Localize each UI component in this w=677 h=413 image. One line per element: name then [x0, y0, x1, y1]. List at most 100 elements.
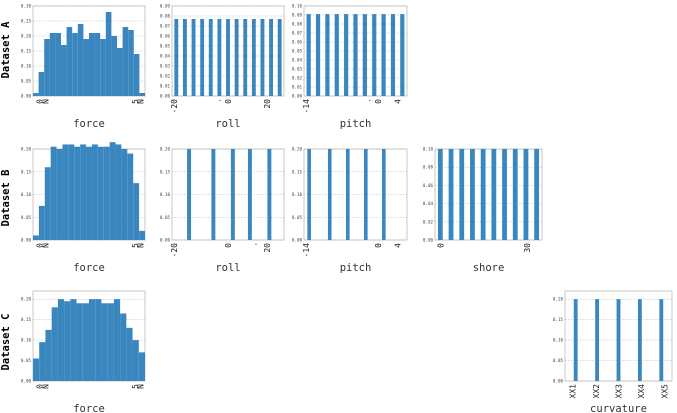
x-tick-label: 0: [436, 243, 445, 248]
bar: [117, 48, 123, 96]
bar: [182, 19, 187, 96]
bar: [95, 299, 102, 381]
y-tick-label: 0.05: [21, 79, 32, 84]
x-tick-label: 0: [374, 243, 383, 248]
bar: [267, 149, 272, 240]
bar: [234, 19, 239, 96]
x-axis-label: curvature: [590, 403, 647, 413]
bar: [226, 19, 230, 96]
bar: [437, 149, 443, 240]
y-tick-label: 0.04: [292, 58, 303, 63]
bar: [191, 19, 196, 96]
bar: [109, 142, 116, 240]
bar: [44, 39, 50, 96]
y-tick-label: 0.10: [292, 4, 303, 9]
y-tick-label: 0.00: [423, 238, 434, 243]
x-axis-label: force: [73, 262, 105, 274]
bar: [277, 19, 282, 96]
bar: [491, 149, 497, 240]
bar: [49, 33, 56, 96]
y-tick-label: 0.10: [553, 338, 564, 343]
bar: [200, 19, 205, 96]
x-tick-label: 0: [374, 99, 383, 104]
bar: [325, 14, 330, 97]
x-tick-label: 0: [224, 243, 233, 248]
x-tick-label: -14: [302, 243, 311, 258]
bar: [113, 299, 121, 381]
bar: [364, 149, 368, 240]
x-axis-label: roll: [215, 262, 240, 274]
bar: [126, 327, 133, 381]
bar: [470, 149, 475, 240]
bar: [51, 307, 58, 381]
y-tick-label: 0.15: [21, 317, 32, 322]
bar: [61, 45, 67, 96]
bar: [101, 303, 108, 381]
row-labels: Dataset A Dataset B Dataset C: [0, 21, 12, 371]
x-axis-marker: •: [264, 98, 267, 103]
bar: [382, 149, 386, 240]
bar: [247, 149, 252, 240]
x-tick-label: 4: [394, 99, 403, 104]
bar: [315, 14, 321, 97]
bar: [55, 33, 61, 96]
bar: [120, 313, 127, 381]
x-axis-label: roll: [215, 118, 240, 130]
bar: [659, 299, 664, 381]
bar: [94, 33, 101, 96]
bar: [217, 19, 222, 96]
bar: [595, 299, 600, 381]
y-tick-label: 0.02: [423, 219, 434, 224]
bar: [103, 146, 110, 240]
bar: [480, 149, 486, 240]
x-tick-label: 4: [394, 243, 403, 248]
x-tick-label: 5: [131, 384, 140, 389]
bar: [512, 149, 518, 240]
bar: [45, 329, 52, 381]
y-tick-label: 0.06: [160, 34, 171, 39]
x-tick-label: 0: [224, 99, 233, 104]
x-axis-label: force: [73, 403, 105, 413]
x-axis-label: pitch: [340, 118, 372, 130]
y-tick-label: 0.05: [21, 358, 32, 363]
bar: [74, 146, 81, 240]
y-tick-label: 0.06: [423, 183, 434, 188]
x-tick-label: N: [41, 243, 50, 248]
y-tick-label: 0.10: [160, 192, 171, 197]
bar: [91, 144, 98, 240]
x-tick-label: XX1: [569, 384, 578, 399]
bar: [211, 149, 216, 240]
x-axis-marker: •: [255, 242, 258, 247]
row-label-dataset-a: Dataset A: [0, 21, 12, 79]
x-tick-label: N: [137, 243, 146, 248]
bar: [121, 149, 128, 240]
y-tick-label: 0.08: [160, 14, 171, 19]
x-tick-label: 0: [36, 243, 45, 248]
y-tick-label: 0.05: [292, 215, 303, 220]
x-tick-label: -20: [170, 243, 179, 258]
bar: [64, 301, 71, 381]
bar: [97, 146, 104, 240]
bar: [68, 144, 75, 240]
y-tick-label: 0.15: [553, 317, 564, 322]
bar: [33, 93, 39, 96]
bar: [372, 14, 377, 97]
bar: [38, 72, 45, 96]
y-tick-label: 0.10: [21, 64, 32, 69]
x-tick-label: 5: [131, 243, 140, 248]
bar: [260, 19, 265, 96]
y-tick-label: 0.05: [553, 358, 564, 363]
x-axis-label: force: [73, 118, 105, 130]
bar: [128, 30, 134, 96]
x-tick-label: 5: [131, 99, 140, 104]
y-tick-label: 0.03: [160, 64, 171, 69]
y-tick-label: 0.09: [292, 13, 303, 18]
bar: [345, 149, 350, 240]
bar: [381, 14, 386, 97]
x-tick-label: N: [41, 99, 50, 104]
x-tick-label: 0: [36, 99, 45, 104]
bar: [50, 146, 57, 240]
